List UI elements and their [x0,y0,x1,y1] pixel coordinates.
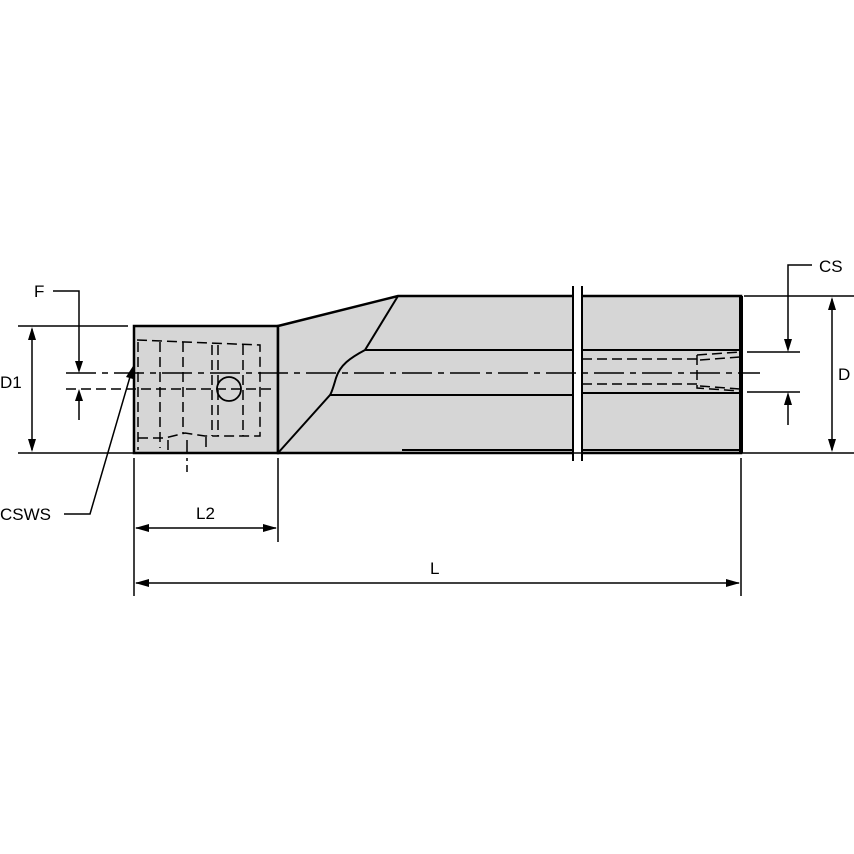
label-d: D [838,365,850,384]
center-lines [66,372,760,472]
label-d1: D1 [0,373,22,392]
dimension-d: D [744,295,854,452]
dimension-cs: CS [747,257,843,425]
tool-body [132,294,743,455]
dimension-d1: D1 [0,325,854,454]
label-f: F [34,282,44,301]
dimension-f: F [34,282,83,420]
label-l2: L2 [196,504,215,523]
dimension-l2: L2 [133,458,279,596]
label-cs: CS [819,257,843,276]
insert-pocket-hidden-lines [136,339,261,452]
dimension-l: L [135,458,742,596]
dimension-csws: CSWS [0,366,133,524]
label-csws: CSWS [0,505,51,524]
label-l: L [430,559,439,578]
